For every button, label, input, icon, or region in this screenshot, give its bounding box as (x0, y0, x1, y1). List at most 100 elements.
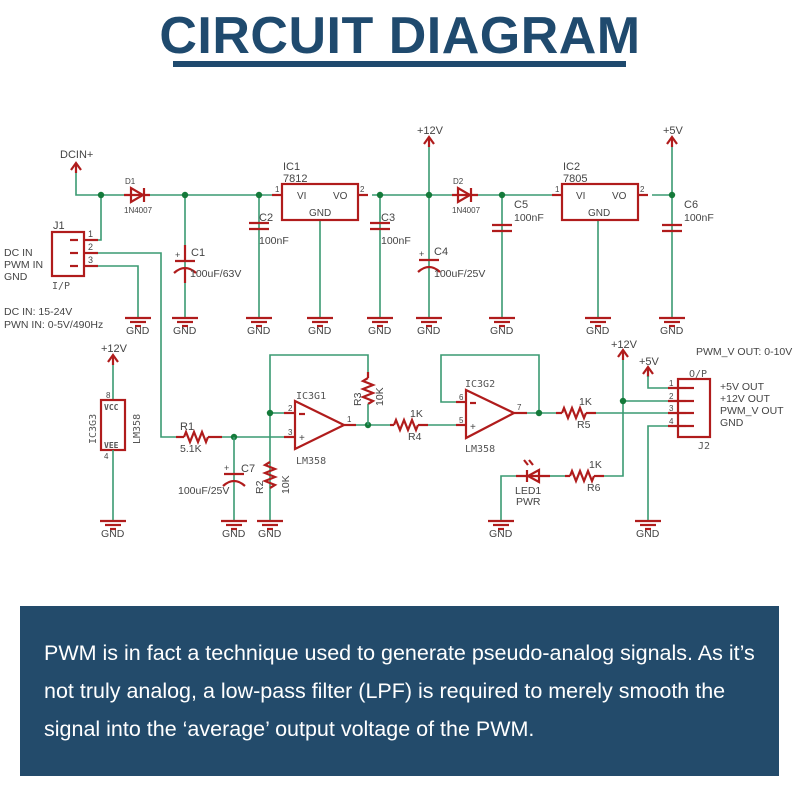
v5-power-symbol-top: +5V (663, 125, 684, 149)
wire (440, 354, 540, 413)
diode-d2: D2 1N4007 (452, 177, 481, 215)
svg-text:LM358: LM358 (296, 456, 326, 467)
svg-text:GND: GND (126, 325, 150, 337)
svg-text:3: 3 (669, 404, 674, 413)
svg-text:VI: VI (576, 191, 585, 202)
svg-text:VO: VO (612, 191, 627, 202)
svg-text:100nF: 100nF (684, 212, 714, 224)
svg-text:3: 3 (88, 255, 93, 265)
junctions-top (97, 191, 676, 199)
v5-power-symbol-right: +5V (639, 356, 668, 389)
opamp-ic3g1: + IC3G1 LM358 2 3 1 (284, 391, 356, 467)
svg-text:1N4007: 1N4007 (124, 206, 153, 215)
svg-text:1K: 1K (410, 408, 423, 420)
svg-text:I/P: I/P (52, 281, 70, 292)
note-pwm-in: PWN IN: 0-5V/490Hz (4, 319, 103, 331)
header: CIRCUIT DIAGRAM (0, 0, 800, 80)
note-dc-in: DC IN: 15-24V (4, 306, 72, 318)
svg-text:GND: GND (660, 325, 684, 337)
svg-text:1: 1 (88, 229, 93, 239)
svg-text:R6: R6 (587, 482, 601, 494)
svg-text:DCIN+: DCIN+ (60, 149, 93, 161)
junction (619, 397, 627, 405)
svg-text:IC3G3: IC3G3 (88, 414, 99, 444)
capacitor-c4: + C4 100uF/25V (417, 246, 485, 280)
svg-text:PWM IN: PWM IN (4, 259, 43, 271)
svg-text:PWR: PWR (516, 496, 541, 508)
resistor-r6: 1K R6 (565, 459, 604, 494)
svg-text:1: 1 (669, 379, 674, 388)
svg-text:C5: C5 (514, 199, 528, 211)
svg-text:2: 2 (88, 242, 93, 252)
svg-text:+12V: +12V (101, 343, 128, 355)
svg-text:GND: GND (308, 325, 332, 337)
svg-text:+5V OUT: +5V OUT (720, 381, 765, 393)
caption-box: PWM is in fact a technique used to gener… (20, 606, 779, 776)
svg-text:1K: 1K (589, 459, 602, 471)
capacitor-c1: + C1 100uF/63V (173, 245, 241, 283)
svg-text:GND: GND (222, 528, 246, 540)
resistor-r4: 1K R4 (390, 408, 428, 443)
svg-text:GND: GND (720, 417, 744, 429)
resistor-r2: R2 10K GND (254, 461, 292, 540)
svg-text:GND: GND (247, 325, 271, 337)
svg-text:5: 5 (459, 416, 464, 425)
svg-text:O/P: O/P (689, 369, 707, 380)
svg-text:1K: 1K (579, 396, 592, 408)
svg-text:DC IN: DC IN (4, 247, 33, 259)
svg-text:10K: 10K (374, 387, 386, 406)
opamp-power-ic3g3: +12V VCC VEE 8 4 IC3G3 LM358 GND (88, 343, 143, 540)
svg-text:C3: C3 (381, 212, 395, 224)
junction (535, 409, 543, 417)
resistor-r1: R1 5.1K (176, 421, 222, 455)
junction (266, 409, 274, 417)
svg-text:+: + (299, 433, 305, 444)
svg-text:1: 1 (275, 185, 280, 194)
svg-text:4: 4 (104, 452, 109, 461)
svg-text:100uF/25V: 100uF/25V (178, 485, 229, 497)
svg-text:GND: GND (636, 528, 660, 540)
wire (604, 358, 624, 477)
svg-text:LM358: LM358 (465, 444, 495, 455)
svg-text:3: 3 (288, 428, 293, 437)
svg-text:100uF/63V: 100uF/63V (190, 268, 241, 280)
svg-text:IC1: IC1 (283, 161, 300, 173)
svg-text:GND: GND (489, 528, 513, 540)
svg-text:D1: D1 (125, 177, 136, 186)
svg-text:GND: GND (588, 208, 610, 219)
page-title: CIRCUIT DIAGRAM (159, 7, 641, 65)
regulator-ic1: IC1 7812 VI VO GND 1 2 (272, 161, 368, 222)
title-underline (173, 61, 626, 67)
capacitor-c5: C5 100nF (492, 199, 544, 233)
svg-text:C4: C4 (434, 246, 448, 258)
gnd-symbols-top: GND GND GND GND GND GND GND GND GND (123, 316, 687, 337)
regulator-ic2: IC2 7805 VI VO GND 1 2 (552, 161, 648, 222)
svg-text:1N4007: 1N4007 (452, 206, 481, 215)
svg-text:GND: GND (4, 271, 28, 283)
svg-text:+5V: +5V (663, 125, 684, 137)
opamp-ic3g2: + IC3G2 LM358 6 5 7 (456, 379, 527, 455)
svg-text:100nF: 100nF (514, 212, 544, 224)
svg-text:R2: R2 (254, 480, 266, 494)
svg-text:4: 4 (669, 417, 674, 426)
svg-text:2: 2 (360, 185, 365, 194)
svg-text:PWM_V OUT: PWM_V OUT (720, 405, 784, 417)
svg-text:7812: 7812 (283, 173, 307, 185)
svg-text:R4: R4 (408, 431, 422, 443)
svg-text:+: + (470, 422, 476, 433)
caption-text: PWM is in fact a technique used to gener… (44, 641, 755, 741)
svg-text:2: 2 (288, 404, 293, 413)
svg-text:D2: D2 (453, 177, 464, 186)
v12-power-symbol-top: +12V (417, 125, 444, 149)
capacitor-c7: + C7 100uF/25V GND (178, 437, 255, 540)
svg-text:6: 6 (459, 393, 464, 402)
gnd-j2: GND (633, 425, 668, 540)
svg-text:100uF/25V: 100uF/25V (434, 268, 485, 280)
svg-text:LM358: LM358 (132, 414, 143, 444)
svg-text:10K: 10K (280, 475, 292, 494)
svg-text:LED1: LED1 (515, 485, 541, 497)
svg-text:IC2: IC2 (563, 161, 580, 173)
svg-text:GND: GND (368, 325, 392, 337)
svg-text:IC3G1: IC3G1 (296, 391, 326, 402)
svg-text:VO: VO (333, 191, 348, 202)
